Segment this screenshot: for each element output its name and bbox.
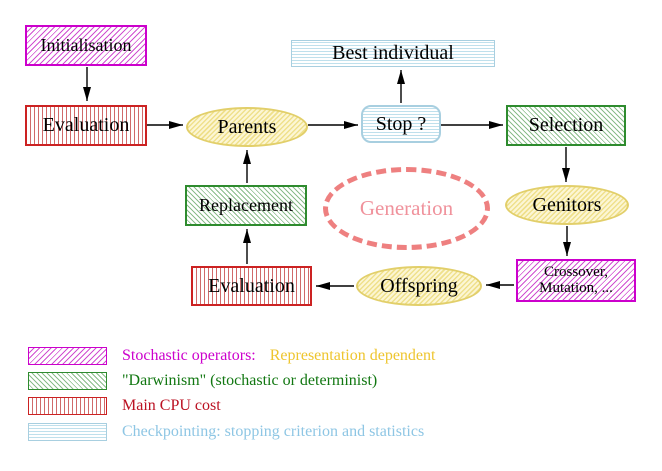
legend-row-main-cpu-cost: Main CPU cost — [28, 397, 221, 415]
legend-label-representation-dependent: Representation dependent — [269, 347, 436, 364]
legend-row-darwinism: "Darwinism" (stochastic or determinist) — [28, 372, 377, 390]
node-initialisation-label: Initialisation — [40, 35, 132, 56]
node-replacement: Replacement — [185, 185, 307, 226]
legend-label-darwinism: "Darwinism" (stochastic or determinist) — [122, 372, 378, 389]
node-best-individual-label: Best individual — [332, 42, 454, 64]
node-crossover-line2: Mutation, ... — [539, 279, 613, 296]
node-evaluation-top-label: Evaluation — [42, 114, 130, 136]
node-offspring: Offspring — [356, 266, 482, 306]
node-evaluation-top: Evaluation — [25, 105, 147, 146]
legend-swatch-cyan-lines — [28, 423, 107, 441]
legend-swatch-red-lines — [28, 397, 107, 415]
legend-label-stochastic-operators: Stochastic operators: — [122, 347, 256, 364]
node-stop-label: Stop ? — [375, 112, 427, 135]
node-evaluation-bottom: Evaluation — [191, 266, 312, 306]
node-best-individual: Best individual — [291, 40, 495, 67]
node-evaluation-bottom-label: Evaluation — [208, 274, 295, 297]
legend-row-checkpointing: Checkpointing: stopping criterion and st… — [28, 423, 424, 441]
node-genitors-label: Genitors — [532, 193, 602, 216]
node-offspring-label: Offspring — [380, 274, 458, 297]
legend-label-checkpointing: Checkpointing: stopping criterion and st… — [122, 423, 425, 440]
node-parents: Parents — [186, 107, 308, 147]
legend-row-stochastic-operators: Stochastic operators: Representation dep… — [28, 347, 435, 365]
legend-swatch-magenta-hatch — [28, 347, 107, 365]
node-generation-label: Generation — [359, 196, 454, 221]
legend-label-main-cpu-cost: Main CPU cost — [122, 397, 221, 414]
node-genitors: Genitors — [505, 185, 629, 225]
node-initialisation: Initialisation — [25, 25, 147, 66]
node-crossover-mutation: Crossover, Mutation, ... — [516, 259, 636, 302]
legend-swatch-green-hatch — [28, 372, 107, 390]
node-stop: Stop ? — [361, 105, 441, 143]
node-selection: Selection — [506, 105, 626, 146]
node-replacement-label: Replacement — [199, 195, 293, 216]
node-parents-label: Parents — [217, 115, 277, 138]
node-crossover-line1: Crossover, — [544, 263, 608, 280]
node-generation-cycle: Generation — [323, 167, 490, 250]
node-selection-label: Selection — [528, 114, 604, 136]
legend-text-stochastic: Stochastic operators: Representation dep… — [122, 347, 435, 365]
